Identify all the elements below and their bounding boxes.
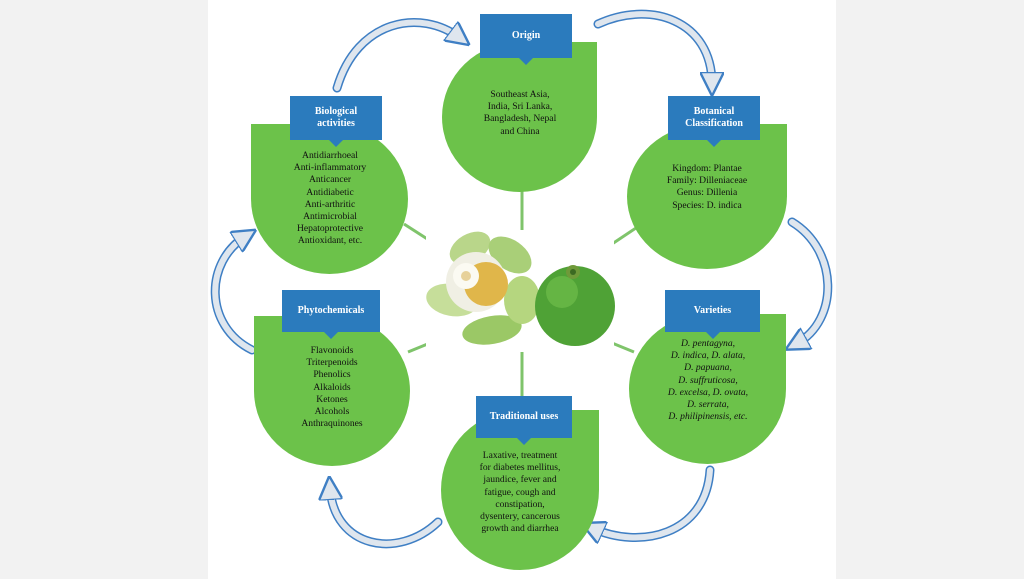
botanical-line: Species: D. indica — [672, 199, 742, 211]
traditional-line: constipation, — [495, 498, 545, 510]
phytochemicals-line: Triterpenoids — [306, 357, 358, 369]
node-botanical-label: Botanical Classification — [668, 96, 760, 147]
botanical-line: Kingdom: Plantae — [672, 163, 742, 174]
biological-line: Hepatoprotective — [296, 223, 364, 235]
biological-line: Anti-inflammatory — [293, 162, 367, 174]
node-origin-text: Southeast Asia, India, Sri Lanka, Bangla… — [452, 89, 588, 138]
varieties-line: D. indica, D. alata, — [670, 350, 746, 362]
arrow-origin-to-botanical — [593, 9, 717, 89]
node-phytochemicals-title: Phytochemicals — [297, 305, 365, 316]
phytochemicals-line: Flavonoids — [310, 345, 354, 356]
node-varieties-label: Varieties — [665, 290, 760, 339]
connector-botanical — [611, 226, 637, 246]
flower-illustration — [426, 231, 540, 345]
traditional-line: dysentery, cancerous — [480, 511, 560, 523]
node-biological-text: Antidiarrhoeal Anti-inflammatory Antican… — [262, 150, 398, 248]
biological-line: Antimicrobial — [303, 211, 357, 223]
varieties-line: D. pentagyna, — [680, 338, 736, 349]
node-traditional-title: Traditional uses — [489, 411, 559, 422]
traditional-line: jaundice, fever and — [483, 474, 557, 486]
phytochemicals-line: Alkaloids — [313, 381, 351, 393]
fruit-illustration — [535, 265, 615, 346]
node-botanical-text: Kingdom: Plantae Family: Dilleniaceae Ge… — [632, 163, 782, 212]
connector-varieties — [611, 341, 635, 354]
node-biological-leaf — [251, 124, 408, 274]
botanical-line: Genus: Dillenia — [676, 187, 738, 199]
node-biological-label: Biological activities — [290, 96, 382, 147]
biological-line: Anticancer — [308, 174, 352, 186]
arrow-varieties-to-traditional — [587, 465, 715, 542]
traditional-line: Laxative, treatment — [482, 450, 558, 461]
node-varieties-text: D. pentagyna, D. indica, D. alata, D. pa… — [634, 338, 782, 423]
node-botanical-title-2: Classification — [685, 118, 743, 129]
biological-line: Antidiarrhoeal — [302, 150, 358, 161]
center-image — [426, 230, 615, 352]
phytochemicals-line: Ketones — [316, 393, 348, 405]
node-traditional-label: Traditional uses — [476, 396, 572, 445]
node-botanical-title-1: Botanical — [693, 106, 735, 117]
biological-line: Antioxidant, etc. — [297, 235, 363, 247]
node-varieties-leaf — [629, 314, 786, 464]
origin-line: India, Sri Lanka, — [487, 101, 553, 113]
node-botanical-leaf — [627, 124, 787, 269]
biological-line: Antidiabetic — [306, 186, 354, 198]
node-origin-label: Origin — [480, 14, 572, 65]
biological-line: Anti-arthritic — [304, 198, 356, 210]
varieties-line: D. suffruticosa, — [678, 374, 738, 386]
cycle-arrows — [210, 9, 833, 549]
botanical-line: Family: Dilleniaceae — [666, 175, 748, 187]
varieties-line: D. excelsa, D. ovata, — [667, 386, 749, 398]
origin-line: and China — [500, 125, 540, 137]
phytochemicals-line: Alcohols — [314, 406, 350, 418]
node-traditional-text: Laxative, treatment for diabetes mellitu… — [452, 450, 588, 535]
varieties-line: D. philipinensis, etc. — [668, 411, 748, 423]
traditional-line: fatigue, cough and — [484, 486, 556, 498]
node-phytochemicals-text: Flavonoids Triterpenoids Phenolics Alkal… — [262, 345, 402, 430]
phytochemicals-line: Phenolics — [313, 369, 351, 381]
traditional-line: growth and diarrhea — [481, 523, 559, 535]
traditional-line: for diabetes mellitus, — [479, 462, 561, 474]
node-biological-title-1: Biological — [314, 106, 358, 117]
node-varieties-title: Varieties — [693, 305, 732, 316]
node-phytochemicals-label: Phytochemicals — [282, 290, 380, 339]
varieties-line: D. papuana, — [684, 362, 732, 374]
node-biological-title-2: activities — [317, 118, 355, 129]
varieties-line: D. serrata, — [687, 399, 729, 411]
node-origin-title: Origin — [511, 30, 541, 41]
origin-line: Bangladesh, Nepal — [483, 113, 557, 125]
origin-line: Southeast Asia, — [490, 89, 550, 100]
node-origin-leaf — [442, 42, 597, 192]
node-phytochemicals-leaf — [254, 316, 410, 466]
phytochemicals-line: Anthraquinones — [301, 418, 363, 430]
